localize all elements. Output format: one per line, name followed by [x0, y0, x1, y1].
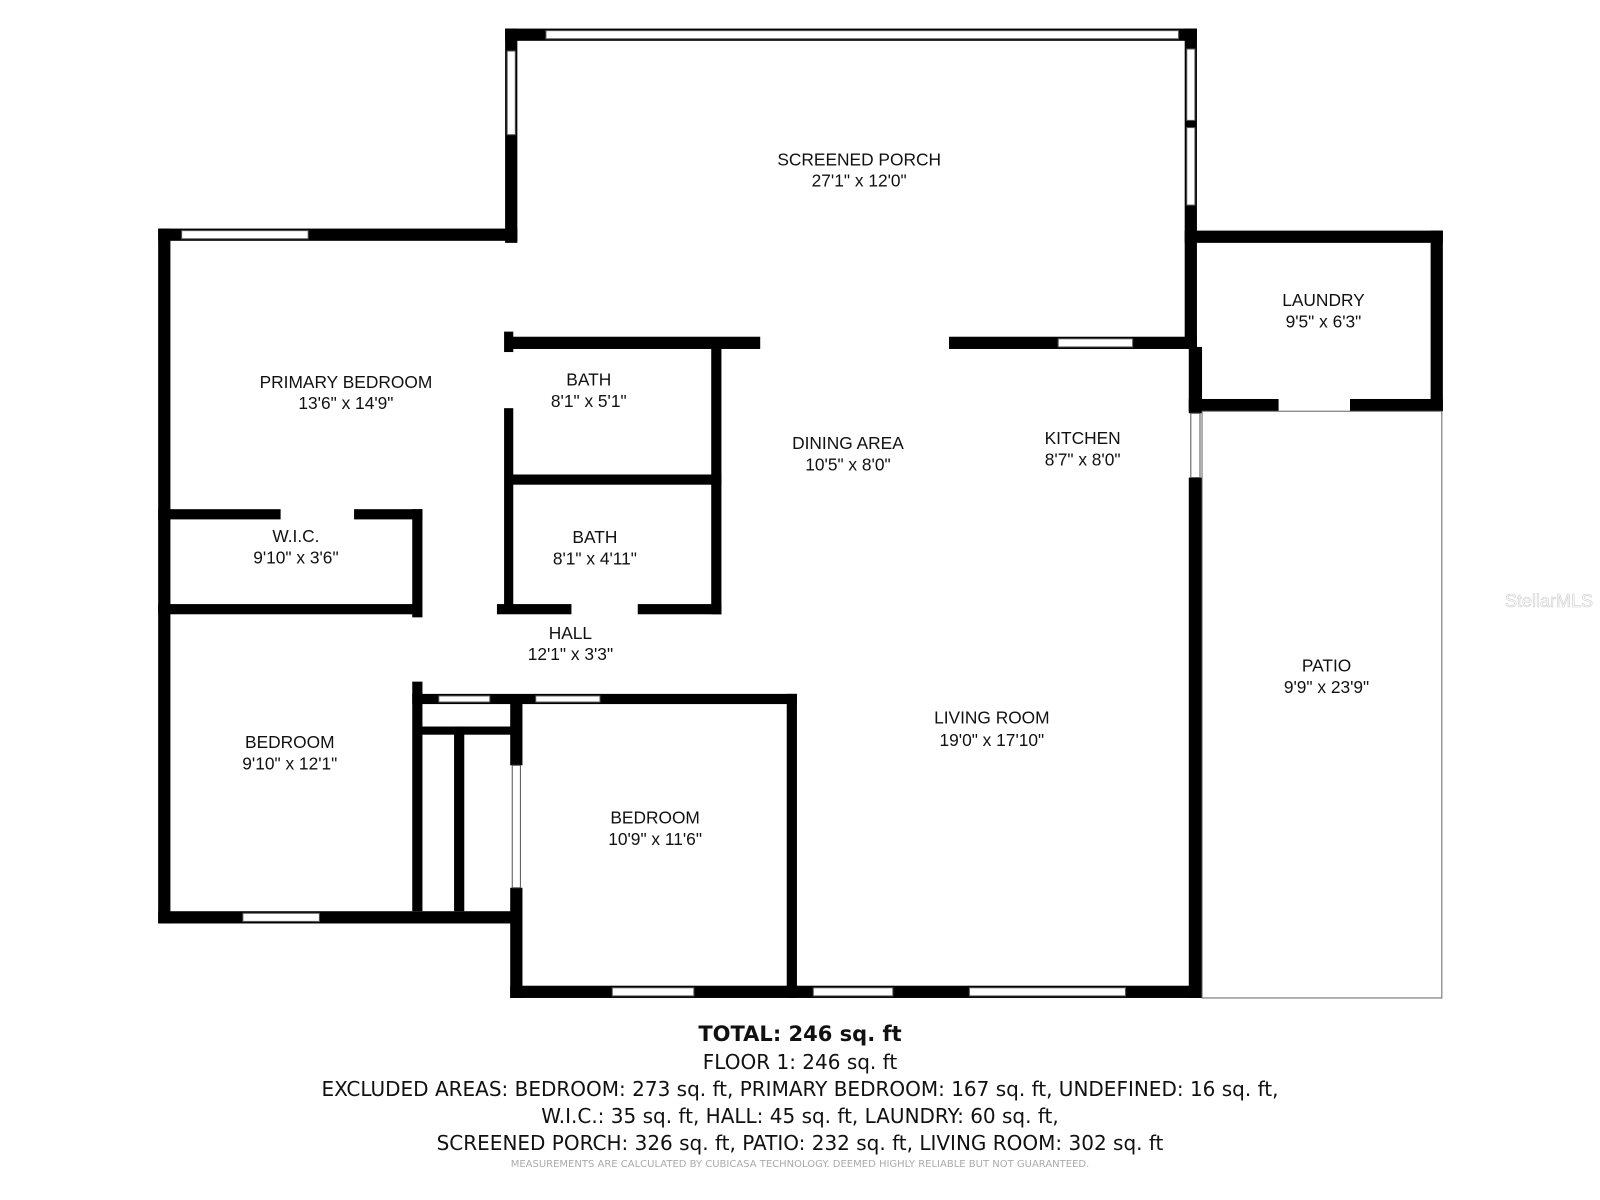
room-name: PATIO — [1302, 655, 1351, 675]
room-dims: 12'1" x 3'3" — [528, 644, 613, 664]
excluded-areas-line-2: W.I.C.: 35 sq. ft, HALL: 45 sq. ft, LAUN… — [541, 1104, 1059, 1128]
room-name: HALL — [549, 623, 593, 643]
room-dims: 10'5" x 8'0" — [805, 454, 890, 474]
room-dims: 9'9" x 23'9" — [1284, 677, 1369, 697]
room-labels: SCREENED PORCH 27'1" x 12'0" LAUNDRY 9'5… — [242, 149, 1369, 849]
room-dims: 9'10" x 3'6" — [253, 547, 338, 567]
room-dims: 19'0" x 17'10" — [940, 730, 1045, 750]
room-name: SCREENED PORCH — [777, 149, 941, 169]
room-name: PRIMARY BEDROOM — [260, 372, 433, 392]
room-dims: 13'6" x 14'9" — [298, 393, 393, 413]
room-name: KITCHEN — [1045, 428, 1121, 448]
room-dims: 9'10" x 12'1" — [242, 753, 337, 773]
room-dims: 9'5" x 6'3" — [1286, 312, 1362, 332]
walls — [158, 28, 1443, 998]
room-name: W.I.C. — [272, 526, 319, 546]
room-name: BATH — [566, 370, 611, 390]
room-name: LAUNDRY — [1282, 290, 1365, 310]
floor-area: FLOOR 1: 246 sq. ft — [702, 1050, 898, 1074]
excluded-areas-line-3: SCREENED PORCH: 326 sq. ft, PATIO: 232 s… — [436, 1131, 1164, 1155]
room-dims: 27'1" x 12'0" — [812, 171, 907, 191]
watermark: StellarMLS — [1505, 591, 1594, 612]
room-name: LIVING ROOM — [934, 707, 1050, 727]
room-name: BEDROOM — [245, 732, 335, 752]
room-dims: 10'9" x 11'6" — [608, 829, 702, 849]
room-name: BEDROOM — [610, 807, 700, 827]
room-dims: 8'1" x 5'1" — [551, 391, 627, 411]
openings — [181, 30, 1443, 999]
room-dims: 8'7" x 8'0" — [1045, 449, 1121, 469]
room-dims: 8'1" x 4'11" — [553, 548, 637, 568]
room-name: BATH — [572, 527, 617, 547]
excluded-areas-line-1: EXCLUDED AREAS: BEDROOM: 273 sq. ft, PRI… — [321, 1077, 1279, 1101]
total-area: TOTAL: 246 sq. ft — [698, 1022, 902, 1046]
room-name: DINING AREA — [792, 433, 904, 453]
disclaimer: MEASUREMENTS ARE CALCULATED BY CUBICASA … — [510, 1159, 1090, 1170]
